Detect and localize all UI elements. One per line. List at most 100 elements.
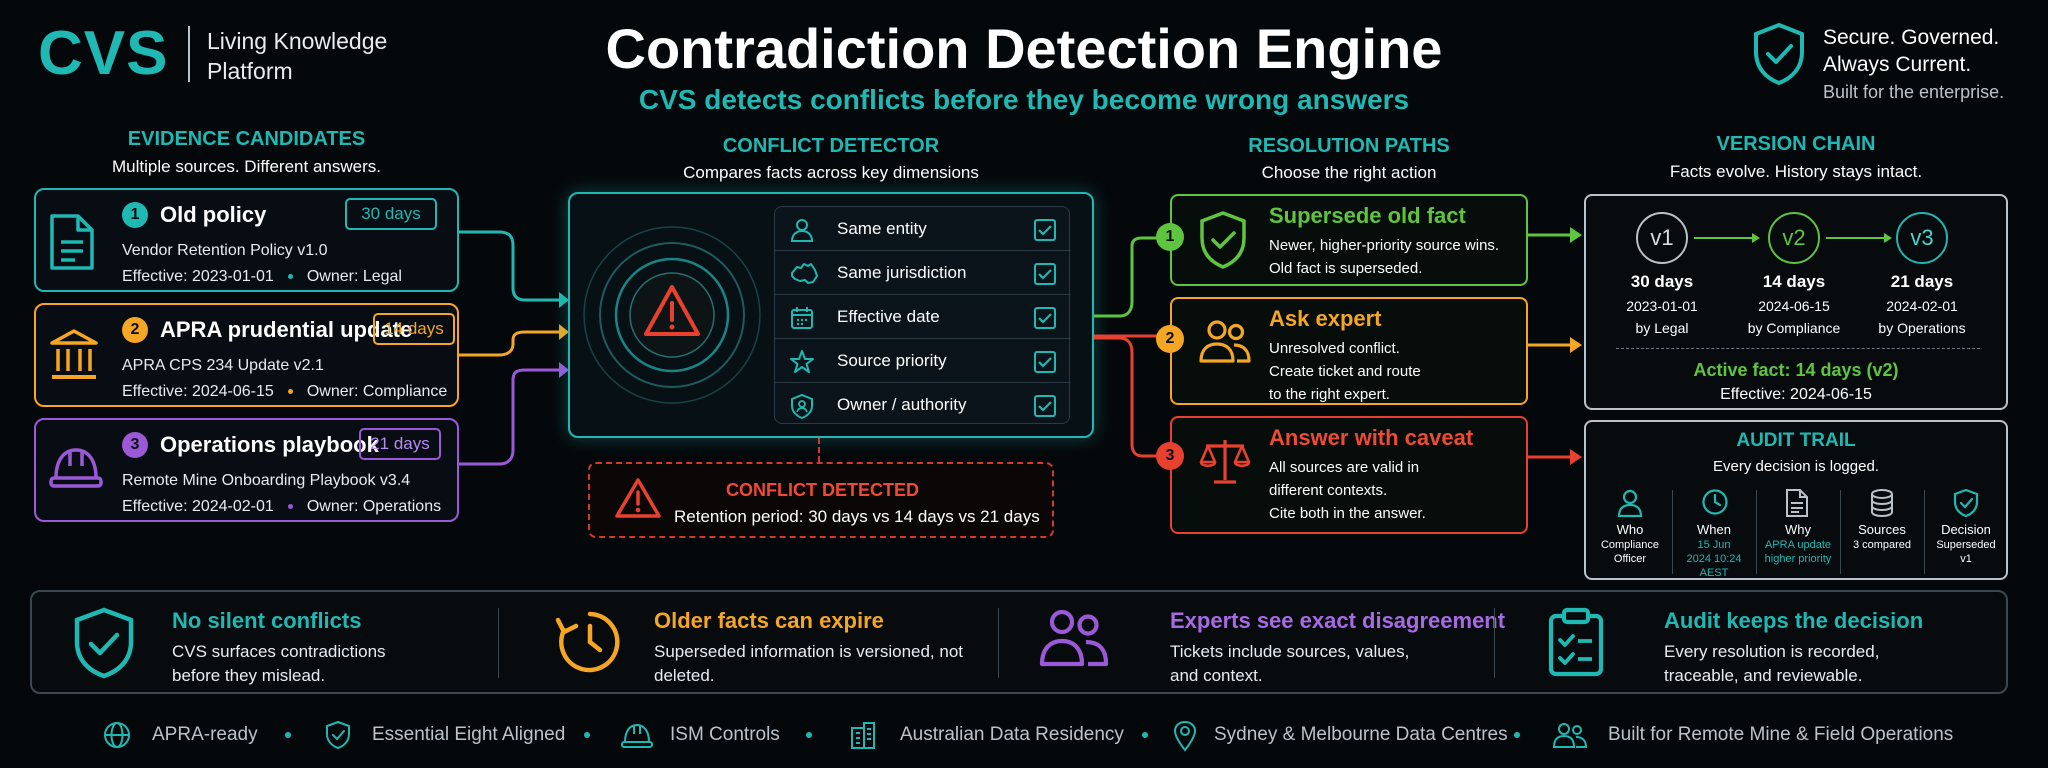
version-chain: v1 v2 v3 30 days 2023-01-01 by Legal 14 … (1584, 194, 2008, 410)
evidence-heading: EVIDENCE CANDIDATES (127, 128, 366, 150)
badge-person-icon (789, 393, 815, 419)
alert-connector (818, 438, 820, 462)
resolution-ask-expert[interactable]: Ask expert Unresolved conflict. Create t… (1170, 297, 1528, 405)
resolution-description: All sources are valid in different conte… (1269, 459, 1426, 522)
building-icon (848, 720, 878, 750)
detector-subheading: Compares facts across key dimensions (683, 163, 979, 182)
shield-check-icon (324, 720, 352, 750)
compliance-footer: APRA-ready Essential Eight Aligned ISM C… (0, 718, 2048, 752)
person-icon (1617, 488, 1643, 518)
document-icon (48, 212, 96, 272)
version-date: 2023-01-01 (1626, 298, 1698, 314)
person-icon (789, 217, 815, 243)
audit-when: When 15 Jun 2024 10:24 AEST (1672, 486, 1756, 579)
active-fact-effective: Effective: 2024-06-15 (1720, 386, 1872, 403)
detector-heading: CONFLICT DETECTOR (722, 135, 940, 157)
evidence-document: Remote Mine Onboarding Playbook v3.4 (122, 472, 411, 489)
arrow-right-icon (1826, 233, 1892, 243)
check-row: Owner / authority (775, 383, 1071, 427)
alert-radar-icon (583, 226, 761, 404)
benefits-strip: No silent conflicts CVS surfaces contrad… (30, 590, 2008, 694)
divider (1616, 348, 1980, 349)
helmet-icon (620, 720, 654, 750)
check-row: Source priority (775, 339, 1071, 383)
retention-badge: 30 days (345, 198, 437, 230)
version-date: 2024-06-15 (1758, 298, 1830, 314)
version-owner: by Compliance (1747, 320, 1841, 336)
shield-check-icon (1953, 488, 1979, 518)
evidence-card-3[interactable]: 3 Operations playbook 21 days Remote Min… (34, 418, 459, 522)
page-title: Contradiction Detection Engine (605, 17, 1443, 80)
audit-trail: AUDIT TRAIL Every decision is logged. Wh… (1584, 420, 2008, 580)
retention-badge: 21 days (359, 428, 441, 460)
conflict-detector: Same entity Same jurisdiction Effective … (568, 192, 1094, 438)
version-node[interactable]: v3 (1896, 212, 1948, 264)
evidence-subheading: Multiple sources. Different answers. (112, 157, 381, 176)
calendar-icon (789, 305, 815, 331)
shield-check-icon (1752, 22, 1806, 86)
checkbox-checked-icon (1033, 262, 1057, 286)
resolution-title: Supersede old fact (1269, 203, 1466, 228)
document-icon (1785, 488, 1809, 518)
resolution-description: Unresolved conflict. Create ticket and r… (1269, 340, 1421, 403)
evidence-connectors (459, 230, 569, 466)
team-icon (1552, 720, 1588, 750)
resolution-title: Answer with caveat (1269, 425, 1474, 450)
evidence-number: 1 (122, 202, 148, 228)
evidence-document: APRA CPS 234 Update v2.1 (122, 357, 324, 374)
check-row: Same jurisdiction (775, 251, 1071, 295)
star-icon (789, 349, 815, 375)
checkbox-checked-icon (1033, 350, 1057, 374)
active-fact: Active fact: 14 days (v2) (1693, 360, 1899, 380)
version-owner: by Legal (1635, 320, 1689, 336)
evidence-number: 3 (122, 432, 148, 458)
resolution-number: 2 (1156, 325, 1184, 353)
hard-hat-icon (48, 442, 104, 492)
people-icon (1198, 317, 1252, 365)
arrow-right-icon (1694, 233, 1760, 243)
dimension-checklist: Same entity Same jurisdiction Effective … (774, 206, 1071, 427)
version-value: 21 days (1890, 272, 1954, 291)
alert-title: CONFLICT DETECTED (726, 480, 919, 500)
checkbox-checked-icon (1033, 394, 1057, 418)
evidence-title: Old policy (160, 202, 267, 227)
location-pin-icon (1172, 720, 1198, 752)
conflict-alert: CONFLICT DETECTED Retention period: 30 d… (588, 462, 1054, 538)
evidence-number: 2 (122, 317, 148, 343)
audit-subtitle: Every decision is logged. (1713, 458, 1879, 475)
checkbox-checked-icon (1033, 306, 1057, 330)
audit-who: Who Compliance Officer (1588, 486, 1672, 574)
resolution-subheading: Choose the right action (1261, 163, 1437, 182)
clock-icon (1701, 488, 1729, 516)
resolution-caveat[interactable]: Answer with caveat All sources are valid… (1170, 416, 1528, 534)
version-owner: by Operations (1878, 320, 1966, 336)
version-node[interactable]: v1 (1636, 212, 1688, 264)
security-note: Built for the enterprise. (1823, 82, 2005, 102)
audit-sources: Sources 3 compared (1840, 486, 1924, 574)
audit-title: AUDIT TRAIL (1736, 430, 1856, 451)
australia-map-icon (789, 261, 819, 287)
resolution-number: 1 (1156, 223, 1184, 251)
evidence-document: Vendor Retention Policy v1.0 (122, 242, 328, 259)
security-tagline: Secure. Governed. Always Current. (1823, 26, 2000, 76)
audit-decision: Decision Superseded v1 (1924, 486, 2008, 574)
resolution-supersede[interactable]: Supersede old fact Newer, higher-priorit… (1170, 194, 1528, 286)
version-value: 30 days (1630, 272, 1694, 291)
scales-icon (1198, 436, 1252, 486)
resolution-number: 3 (1156, 442, 1184, 470)
evidence-card-2[interactable]: 2 APRA prudential update 14 days APRA CP… (34, 303, 459, 407)
checkbox-checked-icon (1033, 218, 1057, 242)
page-subtitle: CVS detects conflicts before they become… (638, 84, 1410, 115)
evidence-card-1[interactable]: 1 Old policy 30 days Vendor Retention Po… (34, 188, 459, 292)
resolution-description: Newer, higher-priority source wins. Old … (1269, 237, 1500, 277)
version-node-active[interactable]: v2 (1768, 212, 1820, 264)
version-date: 2024-02-01 (1886, 298, 1958, 314)
shield-check-icon (1198, 210, 1248, 270)
check-row: Effective date (775, 295, 1071, 339)
audit-why: Why APRA update higher priority (1756, 486, 1840, 574)
people-icon (1038, 606, 1110, 668)
version-value: 14 days (1762, 272, 1826, 291)
globe-icon (102, 720, 132, 750)
